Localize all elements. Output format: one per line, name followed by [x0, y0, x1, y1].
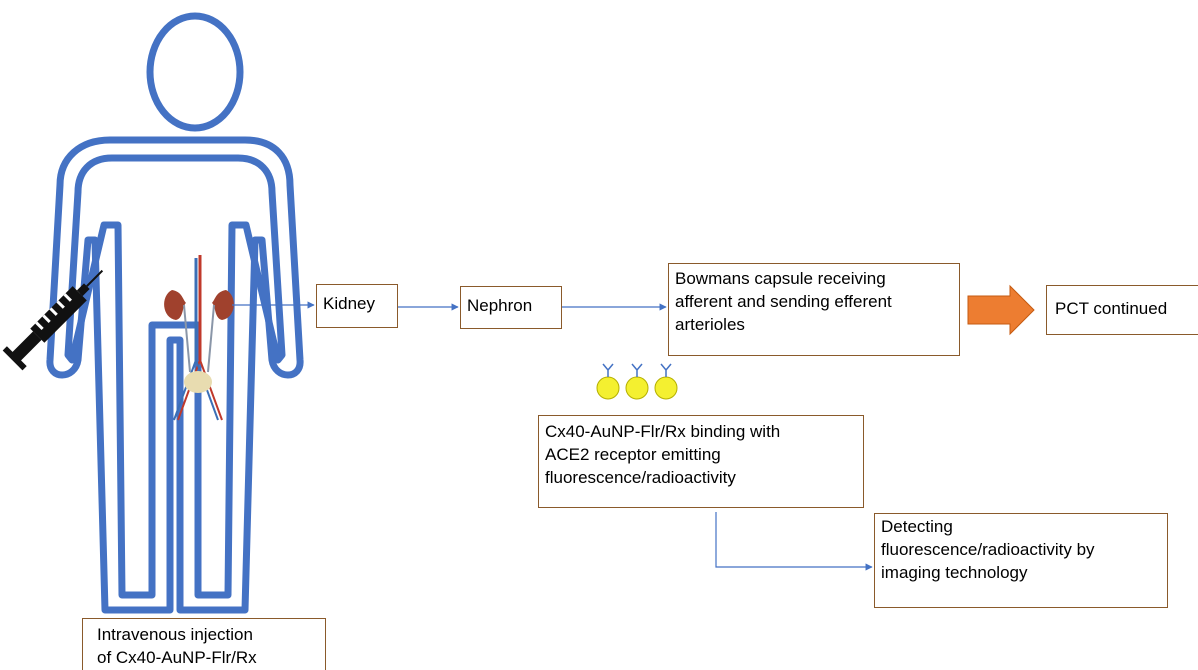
injection-box: Intravenous injection of Cx40-AuNP-Flr/R… — [82, 618, 326, 670]
human-body-outline — [46, 12, 304, 614]
kidney-organ-illustration — [164, 255, 234, 421]
detection-box: Detecting fluorescence/radioactivity by … — [874, 513, 1168, 608]
pct-box: PCT continued — [1046, 285, 1198, 335]
nanoparticle-3 — [654, 363, 678, 400]
arrow-binding-to-detect — [715, 512, 873, 571]
bowman-capsule-box: Bowmans capsule receiving afferent and s… — [668, 263, 960, 356]
nanoparticle-group — [596, 363, 678, 400]
nephron-box: Nephron — [460, 286, 562, 329]
binding-box: Cx40-AuNP-Flr/Rx binding with ACE2 recep… — [538, 415, 864, 508]
receptor-icon — [602, 363, 614, 377]
receptor-icon — [631, 363, 643, 377]
syringe-icon — [2, 269, 104, 371]
nanoparticle-1 — [596, 363, 620, 400]
big-arrow-to-pct — [967, 284, 1035, 336]
nanoparticle-2 — [625, 363, 649, 400]
receptor-icon — [660, 363, 672, 377]
kidney-box: Kidney — [316, 284, 398, 328]
